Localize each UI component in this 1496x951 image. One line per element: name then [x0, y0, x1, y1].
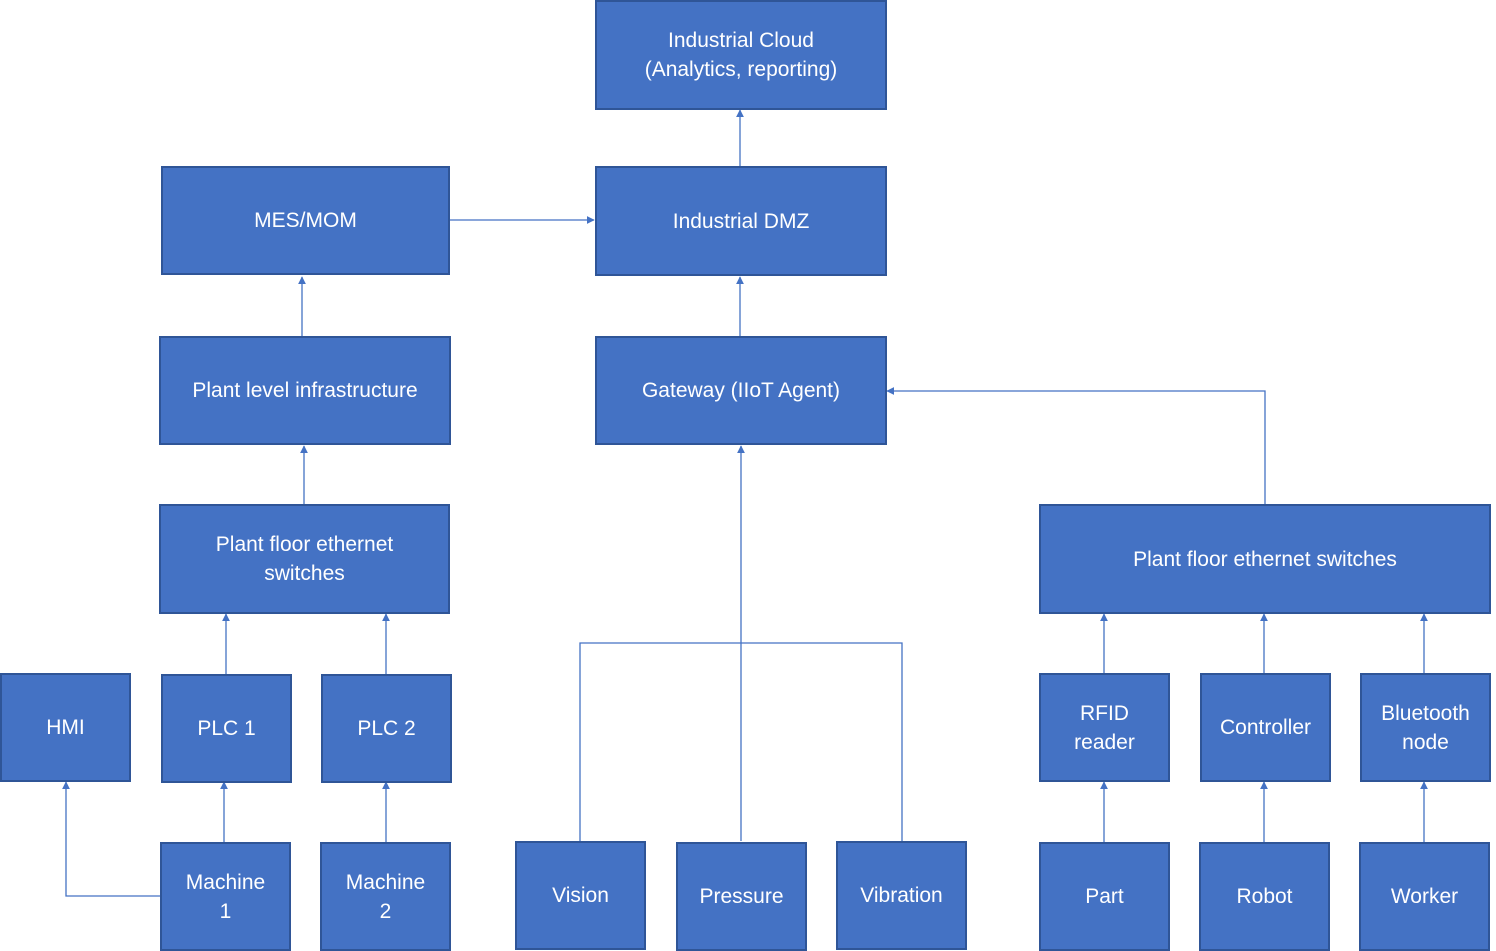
industrial-dmz-box: Industrial DMZ: [595, 166, 887, 276]
vision-box: Vision: [515, 841, 646, 950]
worker-box: Worker: [1359, 842, 1490, 951]
pressure-box: Pressure: [676, 842, 807, 951]
rfid-reader-box: RFID reader: [1039, 673, 1170, 782]
edge-switches-right-to-gateway: [886, 387, 1266, 505]
plc1-box: PLC 1: [161, 674, 292, 783]
industrial-cloud-box: Industrial Cloud (Analytics, reporting): [595, 0, 887, 110]
vibration-box: Vibration: [836, 841, 967, 950]
edge-vision-bus: [579, 642, 903, 841]
gateway-box: Gateway (IIoT Agent): [595, 336, 887, 445]
plant-floor-switches-left-box: Plant floor ethernet switches: [159, 504, 450, 614]
mes-mom-box: MES/MOM: [161, 166, 450, 275]
machine2-box: Machine 2: [320, 842, 451, 951]
edge-machine1-to-hmi: [62, 781, 160, 897]
robot-box: Robot: [1199, 842, 1330, 951]
plc2-box: PLC 2: [321, 674, 452, 783]
part-box: Part: [1039, 842, 1170, 951]
hmi-box: HMI: [0, 673, 131, 782]
machine1-box: Machine 1: [160, 842, 291, 951]
bluetooth-node-box: Bluetooth node: [1360, 673, 1491, 782]
plant-level-infrastructure-box: Plant level infrastructure: [159, 336, 451, 445]
controller-box: Controller: [1200, 673, 1331, 782]
plant-floor-switches-right-box: Plant floor ethernet switches: [1039, 504, 1491, 614]
